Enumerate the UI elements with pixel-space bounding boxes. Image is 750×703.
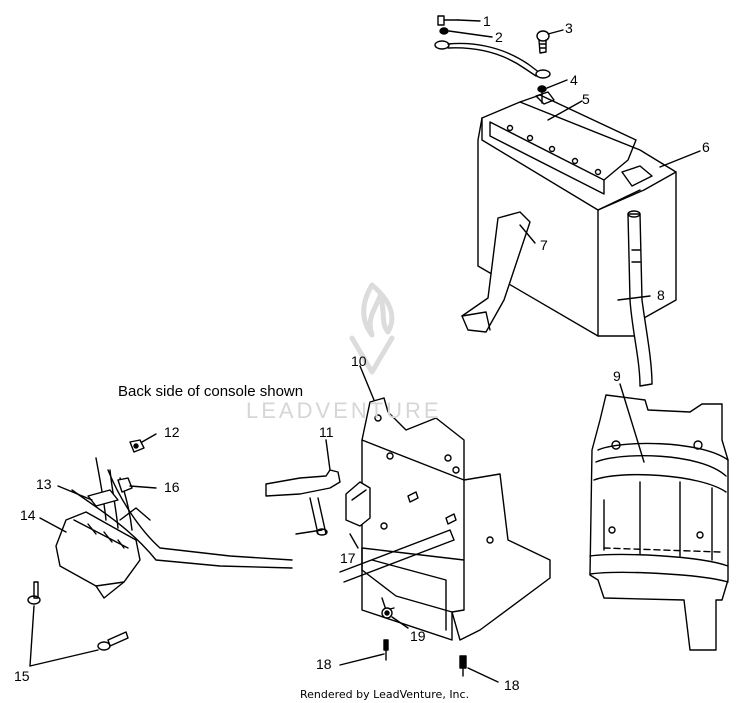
battery-cable-part-2 (434, 40, 541, 77)
bolt-part-1 (437, 15, 481, 26)
battery-tray-part-9 (589, 383, 729, 651)
callout-18-right: 18 (504, 677, 520, 693)
nut-part-16 (117, 477, 157, 493)
battery-part-6 (477, 94, 701, 337)
screw-part-3 (536, 29, 564, 54)
push-rivet-part-18-left (339, 639, 389, 666)
callout-4: 4 (570, 72, 578, 88)
console-panel (71, 469, 293, 569)
callout-7: 7 (540, 237, 548, 253)
bolt-part-15 (27, 581, 129, 667)
view-caption: Back side of console shown (118, 383, 304, 400)
callout-3: 3 (565, 20, 573, 36)
callout-11: 11 (319, 424, 334, 440)
watermark-text: LEADVENTURE (246, 398, 442, 423)
push-rivet-part-18-right (459, 655, 499, 683)
washer-part-2 (439, 27, 493, 38)
callout-13: 13 (36, 476, 52, 492)
solenoid-part-14 (39, 511, 141, 599)
callout-1: 1 (483, 13, 491, 29)
battery-strap-part-7 (461, 211, 536, 333)
callout-12: 12 (164, 424, 180, 440)
flame-logo-icon (349, 282, 395, 375)
battery-top-part-5 (535, 91, 583, 121)
bracket-part-13 (57, 485, 119, 507)
clamp-part-17 (339, 481, 455, 583)
footer-credit: Rendered by LeadVenture, Inc. (300, 688, 470, 701)
callout-8: 8 (657, 287, 665, 303)
fastener-part-19 (381, 607, 409, 629)
vent-tube-part-8 (617, 210, 653, 387)
callout-10: 10 (351, 353, 367, 369)
callout-18-left: 18 (316, 656, 332, 672)
nut-part-4 (535, 69, 568, 104)
nut-part-12 (129, 433, 157, 453)
callout-16: 16 (164, 479, 180, 495)
callout-2: 2 (495, 29, 503, 45)
callout-19: 19 (410, 628, 426, 644)
callout-15: 15 (14, 668, 30, 684)
callout-9: 9 (613, 368, 621, 384)
battery-cable-part-11 (265, 439, 341, 536)
callout-17: 17 (340, 550, 356, 566)
callout-6: 6 (702, 139, 710, 155)
battery-bracket-part-10 (359, 365, 551, 641)
callout-14: 14 (20, 507, 36, 523)
callout-5: 5 (582, 91, 590, 107)
